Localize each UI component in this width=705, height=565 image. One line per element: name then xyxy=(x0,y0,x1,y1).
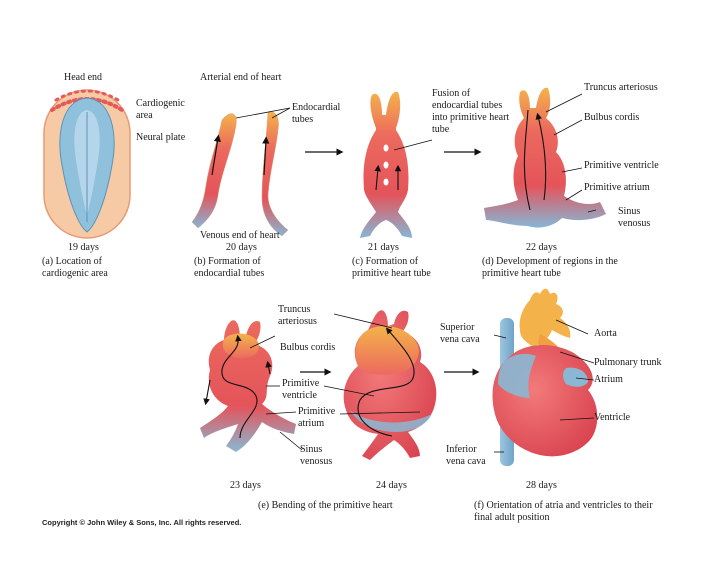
embryo-drawing xyxy=(43,89,131,239)
truncus-arteriosus-label-d: Truncus arteriosus xyxy=(584,82,658,93)
bending-heart-24-days-drawing xyxy=(323,310,437,460)
aorta-label: Aorta xyxy=(594,328,617,339)
venous-end-label: Venous end of heart xyxy=(200,230,280,241)
sinus-venosus-label-d: Sinus venosus xyxy=(618,206,651,229)
bulbus-cordis-label-e: Bulbus cordis xyxy=(280,342,336,353)
copyright-notice: Copyright © John Wiley & Sons, Inc. All … xyxy=(42,518,242,527)
days-23-label: 23 days xyxy=(230,480,261,491)
bending-heart-23-days-drawing xyxy=(200,320,303,452)
days-22-label: 22 days xyxy=(526,242,557,253)
arterial-end-label: Arterial end of heart xyxy=(200,72,282,83)
endocardial-tubes-drawing xyxy=(191,107,291,237)
adult-heart-orientation-drawing xyxy=(492,288,598,466)
bulbus-cordis-label-d: Bulbus cordis xyxy=(584,112,640,123)
ventricle-label: Ventricle xyxy=(594,412,631,423)
neural-plate-label: Neural plate xyxy=(136,132,186,143)
primitive-ventricle-label-e: Primitive ventricle xyxy=(282,378,320,401)
truncus-arteriosus-label-e: Truncus arteriosus xyxy=(278,304,317,327)
caption-a: (a) Location of cardiogenic area xyxy=(42,256,108,279)
fusion-label: Fusion of endocardial tubes into primiti… xyxy=(432,88,510,135)
sinus-venosus-label-e: Sinus venosus xyxy=(300,444,333,467)
primitive-atrium-label-e: Primitive atrium xyxy=(298,406,336,429)
days-21-label: 21 days xyxy=(368,242,399,253)
cardiogenic-area-label: Cardiogenic area xyxy=(136,98,185,121)
primitive-atrium-label-d: Primitive atrium xyxy=(584,182,650,193)
days-19-label: 19 days xyxy=(68,242,99,253)
days-24-label: 24 days xyxy=(376,480,407,491)
endocardial-tubes-label: Endocardial tubes xyxy=(292,102,341,125)
atrium-label: Atrium xyxy=(594,374,623,385)
caption-b: (b) Formation of endocardial tubes xyxy=(194,256,265,279)
superior-vena-cava-label: Superior vena cava xyxy=(440,322,480,345)
days-28-label: 28 days xyxy=(526,480,557,491)
caption-c: (c) Formation of primitive heart tube xyxy=(352,256,431,279)
primitive-ventricle-label-d: Primitive ventricle xyxy=(584,160,659,171)
heart-regions-drawing xyxy=(484,87,606,228)
pulmonary-trunk-label: Pulmonary trunk xyxy=(594,357,662,368)
days-20-label: 20 days xyxy=(226,242,257,253)
head-end-label: Head end xyxy=(64,72,103,83)
inferior-vena-cava-label: Inferior vena cava xyxy=(446,444,486,467)
caption-e: (e) Bending of the primitive heart xyxy=(258,500,393,511)
caption-d: (d) Development of regions in the primit… xyxy=(482,256,618,279)
primitive-heart-tube-drawing xyxy=(360,91,433,239)
caption-f: (f) Orientation of atria and ventricles … xyxy=(474,500,653,523)
